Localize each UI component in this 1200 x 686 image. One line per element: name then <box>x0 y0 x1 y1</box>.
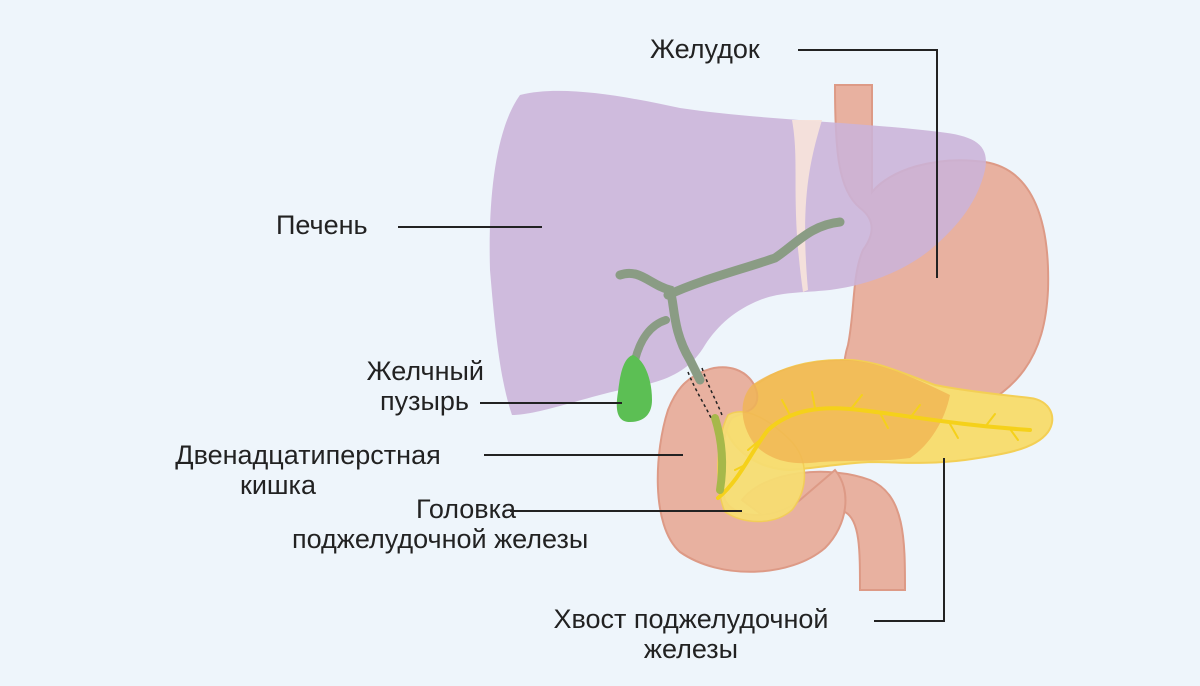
duodenum-label-line2: кишка <box>240 470 316 500</box>
pancreatic-duct <box>716 406 1032 500</box>
stomach-label-text: Желудок <box>650 34 760 64</box>
pancreas-head-label-line2: поджелудочной железы <box>292 524 589 554</box>
common-bile-duct-distal <box>711 414 727 494</box>
gallbladder-label: Желчный пузырь <box>330 356 484 416</box>
pancreas-head-label-line1: Головка <box>416 494 517 524</box>
bile-duct-hidden-section <box>687 367 723 421</box>
gallbladder-label-line1: Желчный <box>366 356 484 386</box>
leader-lines <box>398 49 945 622</box>
liver-shape <box>489 90 986 416</box>
pancreas-tail-label-line2: железы <box>643 634 739 664</box>
pancreas-head-label: Головка поджелудочной железы <box>292 494 588 554</box>
pancreas-stomach-overlap <box>742 359 950 464</box>
cystic-duct <box>631 316 670 364</box>
pancreatic-duct-branches <box>734 391 1019 471</box>
stomach-leader-line <box>798 49 938 278</box>
duodenum-label: Двенадцатиперстная кишка <box>146 440 470 500</box>
pancreas-tail-label: Хвост поджелудочной железы <box>520 604 862 664</box>
liver-label-text: Печень <box>276 210 368 240</box>
gallbladder-label-line2: пузырь <box>380 386 469 416</box>
liver-label: Печень <box>276 210 368 240</box>
duodenum-label-line1: Двенадцатиперстная <box>175 440 441 470</box>
pancreas-tail-leader-line <box>874 458 945 622</box>
hepatic-duct <box>663 217 845 300</box>
stomach-label: Желудок <box>650 34 760 64</box>
falciform-ligament <box>792 120 822 292</box>
pancreas-tail-label-line1: Хвост поджелудочной <box>553 604 829 634</box>
gallbladder-shape <box>616 355 652 422</box>
